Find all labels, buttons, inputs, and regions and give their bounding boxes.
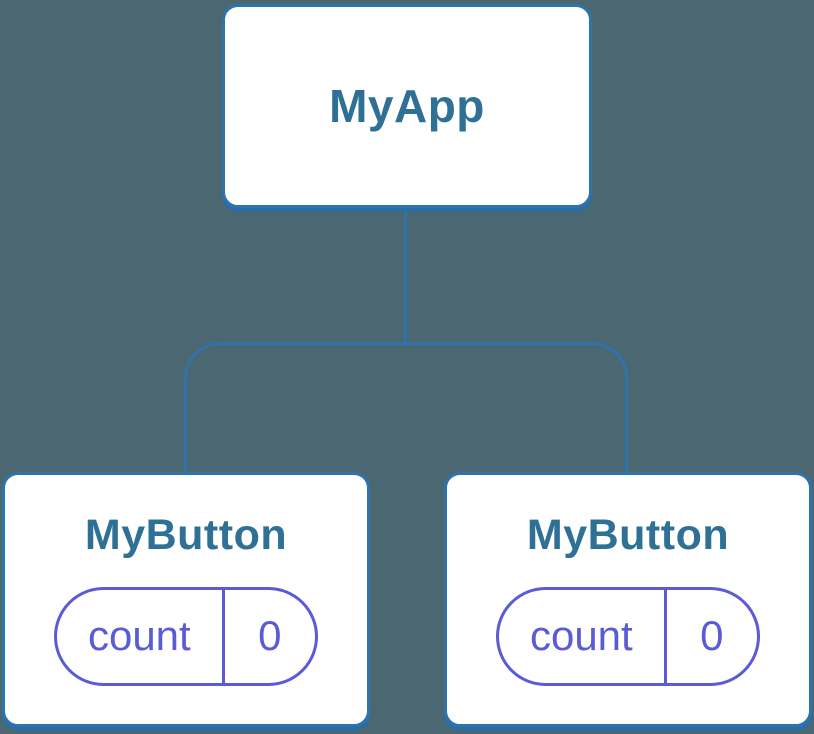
state-key-label: count	[57, 589, 225, 683]
node-mybutton-right-label: MyButton	[526, 511, 730, 559]
connector-branch	[184, 342, 628, 473]
node-mybutton-left: MyButton count 0	[2, 472, 370, 727]
state-pill-right: count 0	[496, 586, 760, 686]
state-value: 0	[700, 612, 724, 660]
node-myapp: MyApp	[222, 4, 592, 208]
node-mybutton-left-label: MyButton	[84, 511, 288, 559]
state-key-label: count	[499, 589, 667, 683]
connector-stem	[404, 212, 407, 345]
node-myapp-label: MyApp	[329, 80, 485, 132]
state-pill-left: count 0	[54, 586, 318, 686]
node-mybutton-right: MyButton count 0	[444, 472, 812, 727]
state-value: 0	[258, 612, 282, 660]
